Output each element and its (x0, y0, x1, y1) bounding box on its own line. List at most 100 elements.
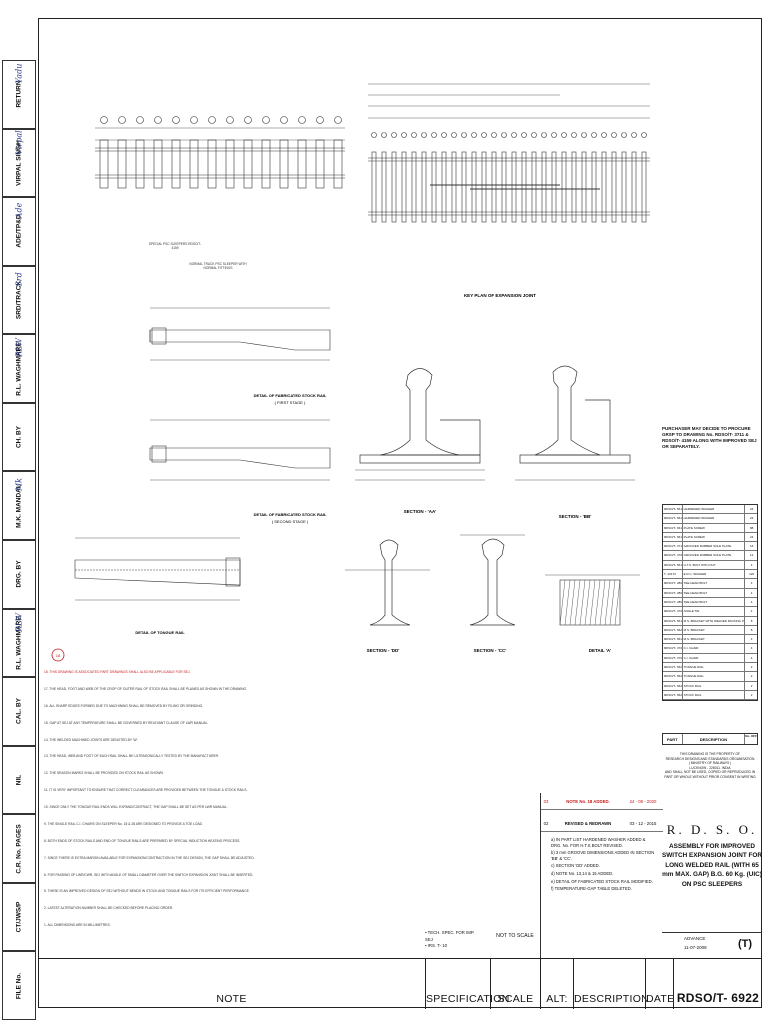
parts-cell: 4 (750, 599, 753, 604)
revision-description: NOTE No. 18 ADDED. (566, 799, 610, 804)
parts-cell: TONGUE RAIL (683, 672, 746, 681)
parts-cell: TEE HEAD BOLT (683, 597, 746, 607)
note-line: 12. THE SEASON MARKS SHALL BE PROVIDED O… (44, 771, 164, 776)
parts-cell: RDSO/T- 6617 (663, 616, 683, 625)
parts-header-qty: No. OFF (745, 734, 757, 738)
parts-cell: C.I. CHAIR (683, 653, 746, 663)
note-line: 13. THE HEAD, WEB AND FOOT OF EACH RAIL … (44, 754, 219, 759)
footer-note-cell: NOTE (38, 959, 425, 1009)
revision-item: f) TEMPERATURE-GAP TABLE DELETED. (551, 886, 632, 892)
parts-cell: RDSO/T- 6616 (663, 505, 683, 514)
status-date: 11-07-2008 (684, 945, 707, 950)
parts-cell: TEE HEAD BOLT (683, 579, 746, 588)
parts-cell: STOCK RAIL (683, 690, 746, 700)
parts-cell: PLATE SCREW (683, 523, 746, 532)
drawing-sheet (38, 18, 762, 1008)
parts-cell: 4 (750, 646, 753, 651)
parts-cell: 24 (749, 516, 754, 521)
footer-date: DATE (646, 993, 675, 1005)
parts-cell: 4 (750, 637, 753, 642)
parts-cell: RDSO/T- 3703 (663, 653, 683, 663)
parts-cell: TONGUE RAIL (683, 663, 746, 672)
parts-cell: C.I. CHAIR (683, 644, 746, 653)
parts-cell: RDSO/T- 3707 (663, 607, 683, 616)
ownership-line: RESEARCH DESIGNS AND STANDARDS ORGANISAT… (665, 756, 755, 761)
parts-cell: RDSO/T- 6611 (663, 532, 683, 542)
section-cc-drawing (460, 534, 525, 626)
parts-cell: GROOVED RUBBER SOLE PLATE (683, 542, 746, 551)
stock-rail-stage2-caption: DETAIL OF FABRICATED STOCK RAIL (254, 512, 327, 517)
section-dd-drawing (345, 539, 430, 626)
revision-item: b) 3 mm GROOVE DIMENSIONS ADDED IN SECTI… (551, 850, 655, 861)
parts-cell: M.S. BRACKET (683, 635, 746, 644)
parts-cell: RDSO/T- 6610 (663, 523, 683, 532)
parts-cell: HARDENED WASHER (683, 505, 746, 514)
status-box: ADVANCE 11-07-2008 (T) (662, 932, 762, 958)
drawing-title: ASSEMBLY FOR IMPROVED SWITCH EXPANSION J… (662, 843, 763, 888)
revision-number: 02 (543, 821, 549, 826)
parts-cell: 4 (750, 609, 753, 614)
footer-alt: ALT: (546, 993, 568, 1005)
parts-cell: RDSO/T- 6619 (663, 635, 683, 644)
drawing-number: RDSO/T- 6922 (676, 991, 760, 1005)
specification-items: ▪ TECH. SPEC. FOR IMP. SEJ▪ IRS. T- 10 (425, 930, 483, 950)
strip-cell: CH. BY (2, 402, 36, 472)
parts-cell: 8 (750, 618, 753, 623)
strip-cell: NIL (2, 745, 36, 815)
footer-drgno-cell: RDSO/T- 6922 (673, 959, 762, 1009)
note-line: 6. FOR PASSING OF LWR/CWR, SEJ WITH ANGL… (44, 872, 254, 877)
parts-cell: M.S. BRACKET WITH WELDED PACKING PIECE (683, 616, 746, 625)
parts-cell: RDSO/T- 6622A (663, 663, 683, 672)
stock-rail-stage1-sub: ( FIRST STAGE ) (275, 400, 306, 405)
parts-cell: RDSO/T- 2806 (663, 588, 683, 597)
status-mark: (T) (738, 938, 753, 950)
special-psc-caption: SPECIAL PSC SLEEPERS RDSO/T- 4159 (148, 242, 202, 250)
footer-scale: SCALE (497, 993, 534, 1005)
parts-cell: RDSO/T- 6618 (663, 560, 683, 570)
parts-cell: 88 (749, 525, 754, 530)
parts-cell: GROOVED RUBBER SOLE PLATE (683, 551, 746, 560)
parts-cell: ANGLE TIE (683, 607, 746, 616)
note-line: 5. THESE IS AN IMPROVED DESIGN OF SEJ WI… (44, 889, 250, 894)
key-plan-caption: KEY PLAN OF EXPANSION JOINT (464, 293, 536, 298)
note-line: 9. THE SINGLE RAIL C.I. CHAIRS ON SLEEPE… (44, 821, 203, 826)
parts-cell: RDSO/T- 6615 (663, 514, 683, 523)
parts-cell: 16 (749, 544, 754, 549)
stock-rail-stage2-sub: ( SECOND STAGE ) (272, 519, 309, 524)
ownership-line: PART OR WHOLE WITHOUT PRIOR CONSENT IN W… (664, 774, 756, 779)
parts-cell: STOCK RAIL (683, 681, 746, 690)
revision-item: c) SECTION 'DD' ADDED. (551, 863, 600, 869)
tongue-rail-caption: DETAIL OF TONGUE RAIL (135, 630, 185, 635)
stock-rail-stage2 (149, 419, 331, 481)
note-line: 2. LATEST ALTERATION NUMBER SHALL BE CHE… (44, 906, 174, 911)
notes-block: 18. THIS DRAWING IS ASSOCIATED PART DRAW… (44, 670, 544, 960)
section-aa-drawing (355, 368, 485, 481)
normal-track-caption: NORMAL TRACK PSC SLEEPER WITH NORMAL FIT… (189, 262, 247, 270)
section-dd-label: SECTION - 'DD' (367, 648, 400, 653)
footer-spec-cell: SPECIFICATION (425, 959, 509, 1009)
parts-cell: TEE HEAD BOLT (683, 588, 746, 597)
footer-note: NOTE (216, 993, 247, 1005)
revision-item: e) DETAIL OF FABRICATED STOCK RAIL MODIF… (551, 878, 653, 884)
stock-rail-stage1-caption: DETAIL OF FABRICATED STOCK RAIL (254, 393, 327, 398)
note-line: 7. SINCE THERE IS EXTRA MARGIN AVAILABLE… (44, 855, 255, 860)
